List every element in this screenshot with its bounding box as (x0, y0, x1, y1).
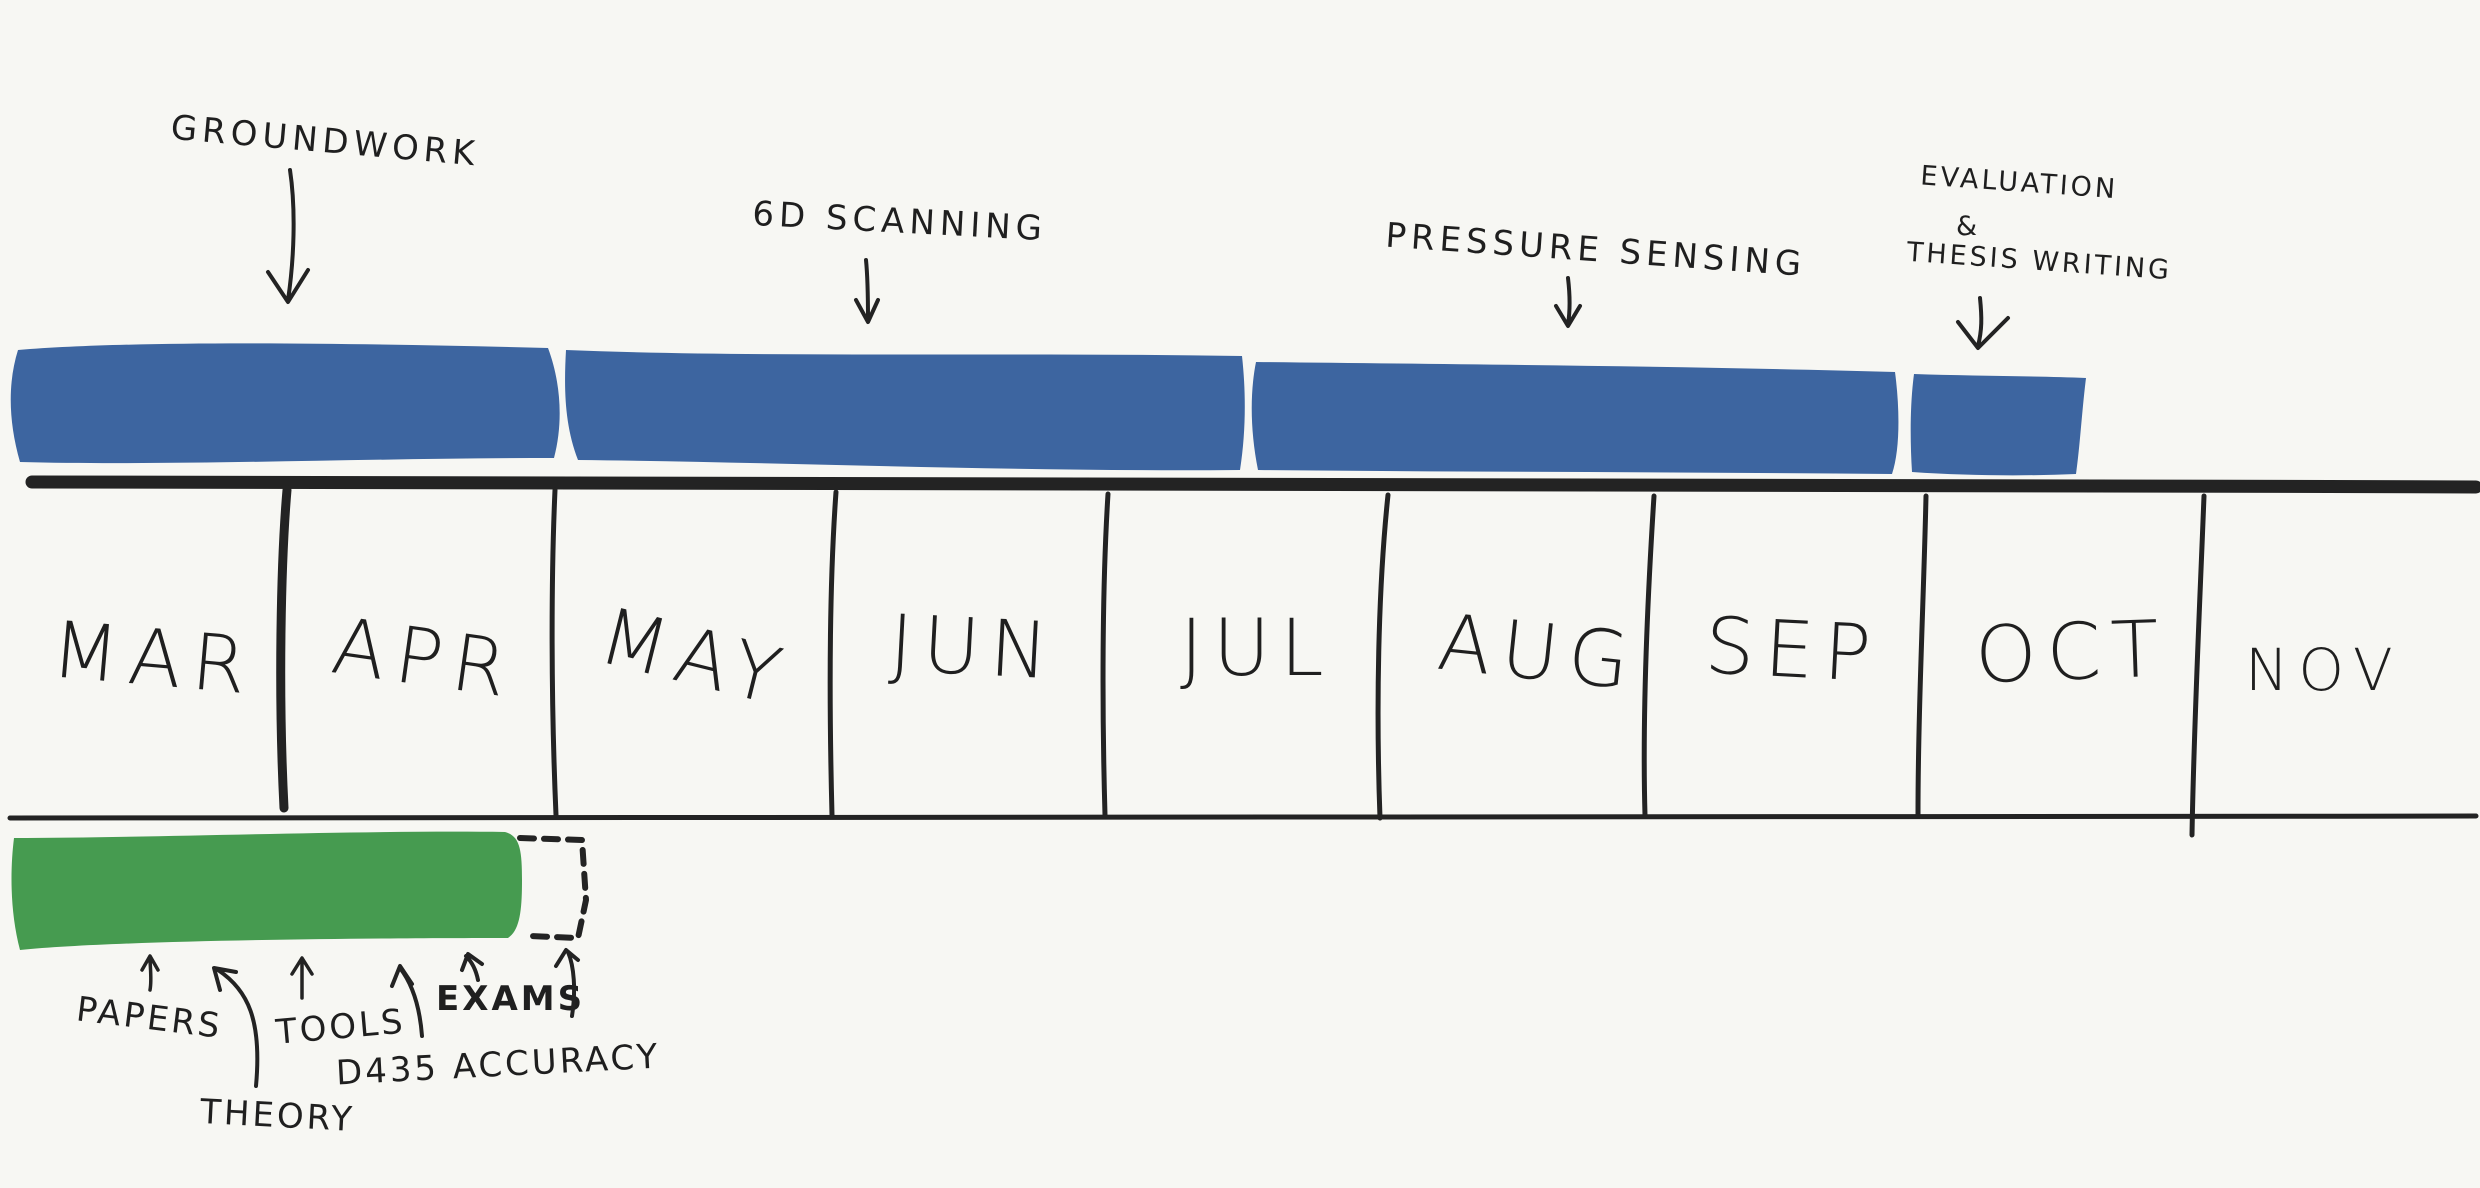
month-divider-apr-may (549, 487, 559, 818)
arrow-theory (212, 966, 260, 1088)
month-divider-oct-nov (2189, 493, 2207, 838)
subtask-label-exams: EXAMS (436, 979, 585, 1019)
month-divider-aug-sep (1641, 493, 1657, 818)
phase-bar-evaluation (1910, 374, 2086, 476)
month-divider-jun-jul (1100, 491, 1111, 818)
arrow-papers (140, 954, 160, 992)
subtask-bar (11, 831, 523, 950)
arrow-6d-scanning (854, 258, 880, 324)
month-label: AUG (1434, 598, 1643, 709)
month-label: JUL (1180, 604, 1334, 694)
arrow-dashed-extension (554, 948, 580, 1018)
arrow-evaluation (1956, 296, 2010, 350)
phase-bar-pressure-sensing (1251, 362, 1899, 474)
month-divider-mar-apr (276, 485, 292, 813)
timeline-bottom-line (7, 813, 2479, 821)
phase-label-evaluation-ampersand: & (1956, 211, 1980, 242)
month-divider-sep-oct (1915, 493, 1929, 818)
month-label: OCT (1974, 605, 2171, 702)
timeline-top-line (25, 475, 2480, 494)
arrow-d435 (390, 964, 424, 1038)
arrow-groundwork (266, 168, 310, 304)
month-divider-jul-aug (1375, 492, 1391, 821)
month-label: NOV (2245, 636, 2403, 704)
arrow-exams (460, 952, 484, 982)
phase-bar-groundwork (10, 343, 560, 464)
month-divider-may-jun (827, 489, 839, 818)
month-label: JUN (887, 599, 1060, 698)
arrow-pressure-sensing (1554, 276, 1582, 328)
subtask-bar-dashed-extension (517, 835, 589, 941)
month-label: SEP (1703, 601, 1883, 700)
subtask-label-theory: THEORY (198, 1092, 356, 1140)
month-labels: MAR APR MAY JUN JUL AUG SEP OCT NOV (48, 591, 2403, 725)
arrow-tools (290, 956, 314, 1000)
month-label: MAR (48, 605, 260, 713)
phase-bar-6d-scanning (565, 350, 1245, 471)
